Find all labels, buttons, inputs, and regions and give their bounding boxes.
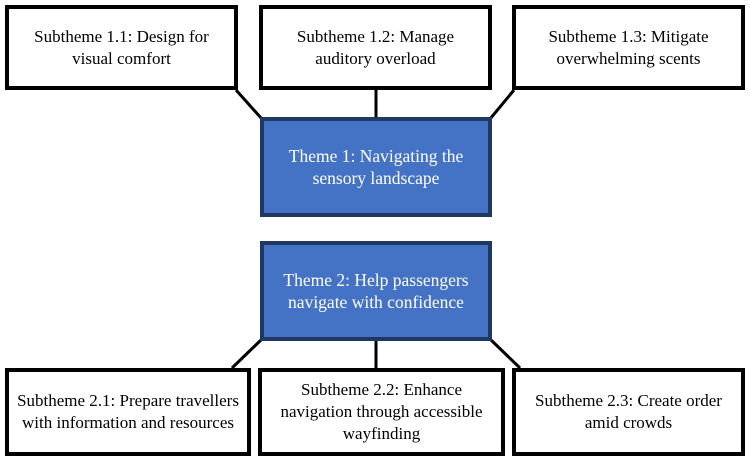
connector-2-1	[230, 337, 264, 370]
subtheme-1-3-box: Subtheme 1.3: Mitigate overwhelming scen…	[512, 5, 745, 90]
subtheme-2-3-label: Subtheme 2.3: Create order amid crowds	[535, 391, 722, 432]
connector-1-1	[234, 88, 264, 121]
subtheme-2-2-label: Subtheme 2.2: Enhance navigation through…	[280, 380, 483, 443]
subtheme-1-2-label: Subtheme 1.2: Manage auditory overload	[296, 26, 455, 68]
subtheme-2-1-label: Subtheme 2.1: Prepare travellers with in…	[17, 391, 239, 432]
subtheme-1-1-box: Subtheme 1.1: Design for visual comfort	[5, 5, 238, 90]
connector-2-3	[488, 337, 522, 370]
connector-1-3	[488, 89, 516, 120]
theme-2-box: Theme 2: Help passengers navigate with c…	[260, 241, 492, 341]
theme-1-box: Theme 1: Navigating the sensory landscap…	[260, 117, 492, 217]
subtheme-2-1-box: Subtheme 2.1: Prepare travellers with in…	[5, 368, 251, 456]
subtheme-1-2-box: Subtheme 1.2: Manage auditory overload	[259, 5, 492, 90]
subtheme-1-3-label: Subtheme 1.3: Mitigate overwhelming scen…	[548, 26, 709, 68]
subtheme-2-3-box: Subtheme 2.3: Create order amid crowds	[512, 368, 745, 456]
theme-1-label: Theme 1: Navigating the sensory landscap…	[288, 146, 464, 188]
subtheme-1-1-label: Subtheme 1.1: Design for visual comfort	[34, 26, 209, 68]
subtheme-2-2-box: Subtheme 2.2: Enhance navigation through…	[258, 368, 505, 456]
theme-2-label: Theme 2: Help passengers navigate with c…	[283, 270, 469, 312]
